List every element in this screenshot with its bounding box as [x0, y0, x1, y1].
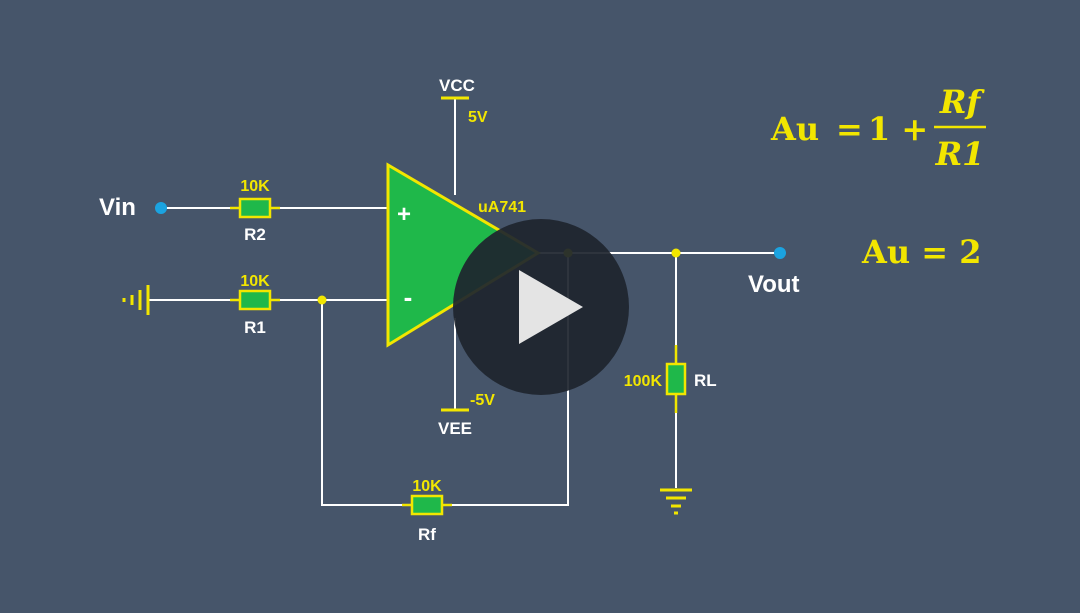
resistor-rf	[402, 494, 452, 516]
formula-result: Au = 2	[861, 233, 981, 271]
junction-dot	[317, 295, 327, 305]
ground-icon	[122, 285, 150, 315]
play-icon	[519, 270, 583, 344]
r1-value: 10K	[240, 273, 270, 290]
vee-label: VEE	[438, 419, 472, 438]
vin-terminal	[155, 202, 167, 214]
opamp-minus-sign: -	[404, 282, 413, 312]
formula-lhs: Au	[770, 110, 819, 148]
play-button[interactable]	[453, 219, 629, 395]
rl-value: 100K	[624, 373, 663, 390]
opamp-label: uA741	[478, 199, 526, 216]
resistor-r1	[230, 289, 280, 311]
formula-one-plus: 1 +	[868, 110, 928, 148]
vcc-label: VCC	[439, 76, 475, 95]
resistor-rl	[665, 345, 687, 413]
resistor-r2	[230, 197, 280, 219]
formula-denominator: R1	[935, 135, 985, 173]
opamp-plus-sign: +	[397, 201, 411, 228]
vout-terminal	[774, 247, 786, 259]
r2-name: R2	[244, 225, 266, 244]
formula-numerator: Rf	[939, 83, 986, 121]
vout-label: Vout	[748, 271, 800, 298]
rf-value: 10K	[412, 478, 442, 495]
vee-value: -5V	[470, 392, 495, 409]
wire-feedback-left	[321, 300, 412, 506]
formula-equals: =	[836, 110, 863, 148]
r2-value: 10K	[240, 178, 270, 195]
ground-icon	[660, 488, 692, 515]
vin-label: Vin	[99, 194, 136, 221]
junction-dot	[671, 248, 681, 258]
rf-name: Rf	[418, 525, 436, 544]
vcc-value: 5V	[468, 109, 488, 126]
r1-name: R1	[244, 318, 266, 337]
rl-name: RL	[694, 371, 717, 390]
